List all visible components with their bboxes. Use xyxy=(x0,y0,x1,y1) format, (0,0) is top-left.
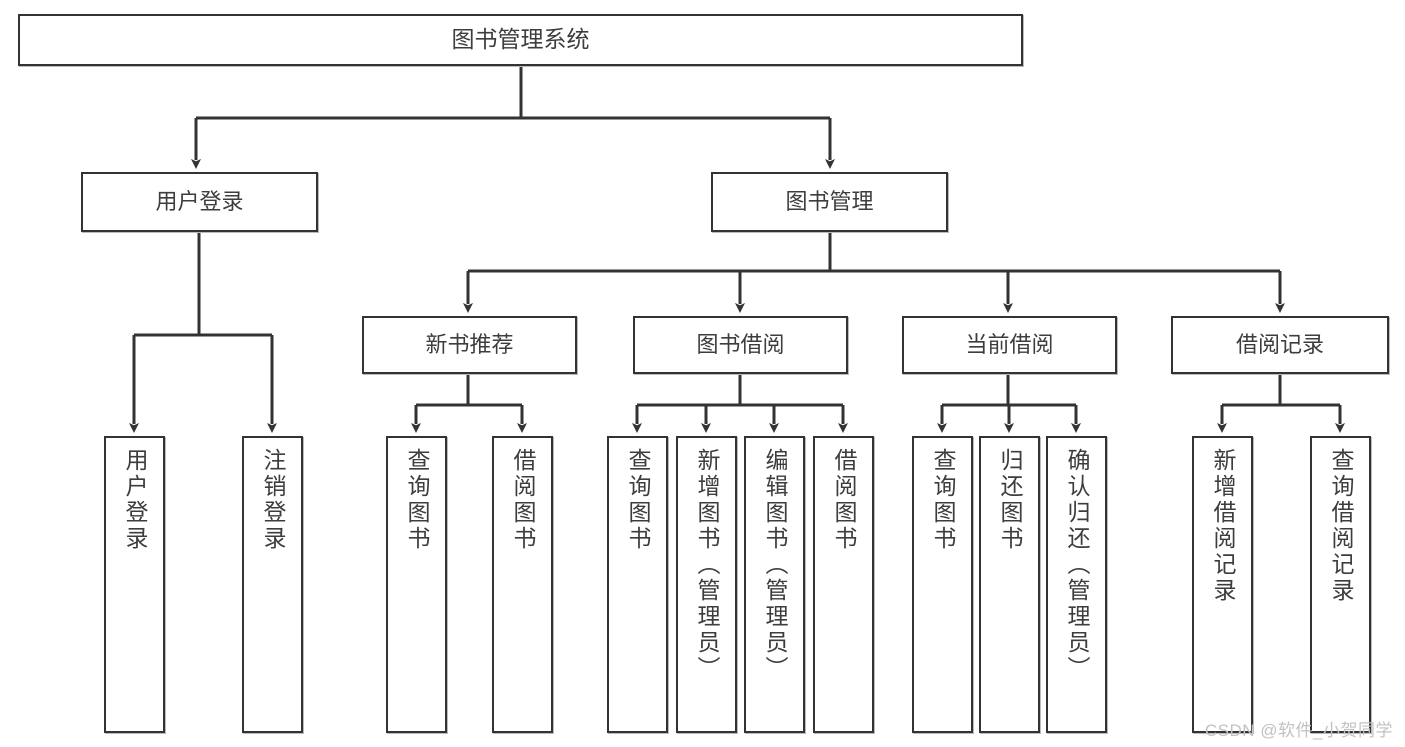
node-borrow-record[interactable]: 借阅记录 xyxy=(1171,316,1389,374)
node-leaf-edit-book-admin[interactable]: 编辑图书（管理员） xyxy=(744,436,805,733)
node-label: 注销登录 xyxy=(260,448,286,552)
node-leaf-add-book-admin[interactable]: 新增图书（管理员） xyxy=(676,436,737,733)
node-user-login[interactable]: 用户登录 xyxy=(81,172,318,232)
node-leaf-query-book-newbook[interactable]: 查询图书 xyxy=(386,436,447,733)
node-leaf-add-borrow-record[interactable]: 新增借阅记录 xyxy=(1192,436,1253,733)
node-label: 新书推荐 xyxy=(425,332,514,358)
node-label: 归还图书 xyxy=(997,448,1023,552)
node-leaf-query-book-borrow[interactable]: 查询图书 xyxy=(607,436,668,733)
node-label: 用户登录 xyxy=(122,448,148,552)
node-leaf-query-book-current[interactable]: 查询图书 xyxy=(912,436,973,733)
node-leaf-query-borrow-record[interactable]: 查询借阅记录 xyxy=(1310,436,1371,733)
node-label: 查询图书 xyxy=(404,448,430,552)
node-label: 新增图书（管理员） xyxy=(694,448,720,682)
node-leaf-return-book[interactable]: 归还图书 xyxy=(979,436,1040,733)
watermark-text: CSDN @软件_小贺同学 xyxy=(1204,721,1393,740)
node-label: 查询图书 xyxy=(930,448,956,552)
node-label: 借阅图书 xyxy=(510,448,536,552)
node-label: 图书管理 xyxy=(785,189,874,215)
node-leaf-user-login[interactable]: 用户登录 xyxy=(104,436,165,733)
node-leaf-borrow-book-newbook[interactable]: 借阅图书 xyxy=(492,436,553,733)
node-label: 查询借阅记录 xyxy=(1328,448,1354,604)
node-label: 借阅图书 xyxy=(831,448,857,552)
node-label: 确认归还（管理员） xyxy=(1064,448,1090,682)
node-label: 编辑图书（管理员） xyxy=(762,448,788,682)
node-book-borrow[interactable]: 图书借阅 xyxy=(633,316,848,374)
node-label: 当前借阅 xyxy=(965,332,1054,358)
node-label: 用户登录 xyxy=(155,189,244,215)
node-label: 借阅记录 xyxy=(1235,332,1324,358)
node-root-system[interactable]: 图书管理系统 xyxy=(18,14,1023,66)
node-new-book-recommend[interactable]: 新书推荐 xyxy=(362,316,577,374)
node-label: 查询图书 xyxy=(625,448,651,552)
node-current-borrow[interactable]: 当前借阅 xyxy=(902,316,1117,374)
node-label: 新增借阅记录 xyxy=(1210,448,1236,604)
node-leaf-borrow-book[interactable]: 借阅图书 xyxy=(813,436,874,733)
node-book-management[interactable]: 图书管理 xyxy=(711,172,948,232)
node-label: 图书管理系统 xyxy=(451,26,590,53)
node-leaf-logout[interactable]: 注销登录 xyxy=(242,436,303,733)
node-leaf-confirm-return-admin[interactable]: 确认归还（管理员） xyxy=(1046,436,1107,733)
node-label: 图书借阅 xyxy=(696,332,785,358)
